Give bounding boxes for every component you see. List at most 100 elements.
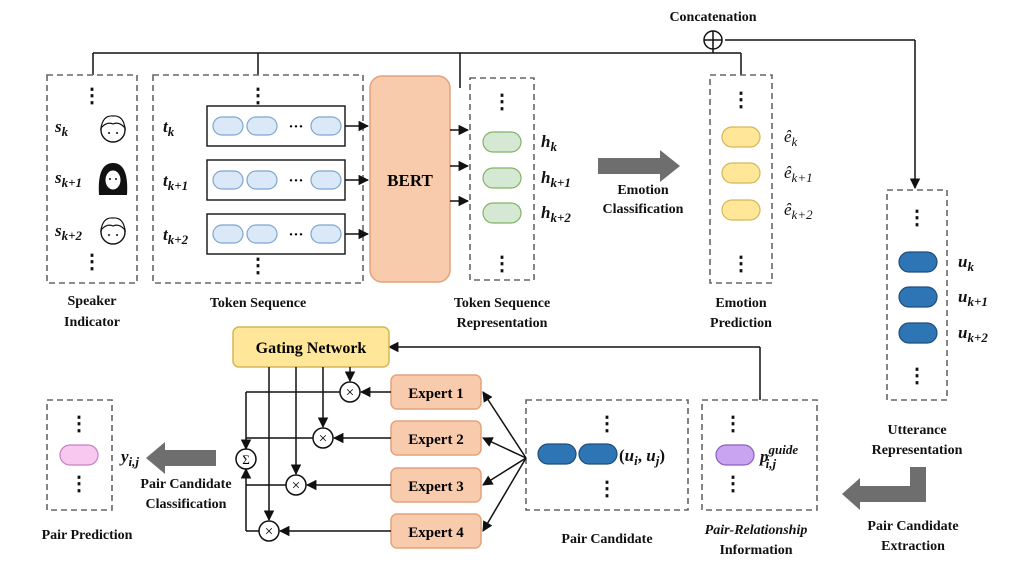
multiply-symbol: × <box>319 431 327 447</box>
speaker-indicator-label: Indicator <box>64 315 120 330</box>
horizontal-dots-icon: ··· <box>288 227 303 243</box>
concatenation-label: Concatenation <box>669 10 756 25</box>
token-embedding <box>246 224 278 244</box>
pair-output-symbol: yi,j <box>119 447 139 469</box>
token-embedding <box>246 116 278 136</box>
vertical-dots-icon: ⋮ <box>248 85 268 107</box>
pair-candidate-extraction-label: Extraction <box>881 539 945 554</box>
multiply-symbol: × <box>292 478 300 494</box>
utterance-symbol: uk+1 <box>958 287 988 309</box>
token-symbol: tk+1 <box>163 171 188 193</box>
token-sequence-representation-label: Token Sequence <box>454 296 550 311</box>
speaker-symbol: sk <box>54 117 69 139</box>
emotion-vector <box>721 162 761 184</box>
token-embedding <box>212 116 244 136</box>
bert-block: BERT <box>369 75 451 283</box>
multiply-symbol: × <box>346 385 354 401</box>
emotion-classification-label: Classification <box>603 202 684 217</box>
token-symbol: tk <box>163 117 175 139</box>
emotion-prediction-label: Prediction <box>710 316 772 331</box>
expert-label: Expert 4 <box>408 525 464 541</box>
pair-prediction-panel: ⋮ ⋮ Pair Prediction <box>42 399 133 543</box>
pair-candidate-label: Pair Candidate <box>561 532 652 547</box>
token-embedding <box>310 116 342 136</box>
vertical-dots-icon: ⋮ <box>907 207 927 229</box>
token-embedding <box>246 170 278 190</box>
pair-prediction-vector <box>59 444 99 466</box>
vertical-dots-icon: ⋮ <box>907 365 927 387</box>
pair-candidate-classification-label: Pair Candidate <box>140 477 231 492</box>
pair-candidate-extraction-arrow: Pair Candidate Extraction <box>842 467 959 554</box>
concatenation-connector: Concatenation <box>92 10 921 190</box>
vertical-dots-icon: ⋮ <box>82 85 102 107</box>
vertical-dots-icon: ⋮ <box>69 473 89 495</box>
token-embedding <box>310 224 342 244</box>
pair-candidate-math: (ui, uj) <box>619 446 665 468</box>
gating-network-block: Gating Network <box>232 326 390 368</box>
token-symbol: tk+2 <box>163 225 189 247</box>
hidden-state-symbol: hk <box>541 132 557 154</box>
pair-to-expert-arrow <box>482 457 527 532</box>
vertical-dots-icon: ⋮ <box>723 413 743 435</box>
svg-text:Σ: Σ <box>242 452 250 467</box>
utterance-symbol: uk <box>958 252 974 274</box>
pair-candidate-classification-arrow: Pair Candidate Classification <box>140 442 232 512</box>
sum-operator-icon: Σ <box>235 448 257 470</box>
token-embedding <box>212 224 244 244</box>
pair-relationship-label: Information <box>719 543 792 558</box>
emotion-classification-arrow: Emotion Classification <box>598 150 684 217</box>
speaker-symbol: sk+2 <box>54 221 83 243</box>
hidden-state-symbol: hk+2 <box>541 203 571 225</box>
emotion-classification-label: Emotion <box>617 183 669 198</box>
emotion-symbol: êk <box>784 127 798 149</box>
token-sequence-representation-label: Representation <box>457 316 548 331</box>
hidden-state-symbol: hk+1 <box>541 168 571 190</box>
vertical-dots-icon: ⋮ <box>248 255 268 277</box>
pair-candidate-panel: ⋮ (ui, uj) ⋮ Pair Candidate <box>525 399 689 547</box>
token-embedding <box>212 170 244 190</box>
vertical-dots-icon: ⋮ <box>731 89 751 111</box>
utterance-vector <box>898 286 938 308</box>
gating-network-label: Gating Network <box>256 340 367 357</box>
expert-label: Expert 2 <box>408 432 463 448</box>
bert-label: BERT <box>387 171 433 190</box>
speaker-face-female-icon <box>98 163 128 195</box>
hidden-state-vector <box>482 131 522 153</box>
pair-relationship-label: Pair-Relationship <box>705 523 808 538</box>
vertical-dots-icon: ⋮ <box>723 473 743 495</box>
emotion-symbol: êk+2 <box>784 200 813 222</box>
speaker-face-icon <box>100 115 126 143</box>
pair-candidate-extraction-label: Pair Candidate <box>867 519 958 534</box>
utterance-symbol: uk+2 <box>958 323 988 345</box>
emotion-vector <box>721 126 761 148</box>
token-sequence-panel: ⋮ tk ··· tk+1 ··· tk+2 ··· ⋮ Token Sequence <box>152 74 370 311</box>
vertical-dots-icon: ⋮ <box>597 413 617 435</box>
vertical-dots-icon: ⋮ <box>731 253 751 275</box>
pair-candidate-classification-label: Classification <box>146 497 227 512</box>
speaker-face-icon <box>100 217 126 245</box>
emotion-vector <box>721 199 761 221</box>
horizontal-dots-icon: ··· <box>288 173 303 189</box>
vertical-dots-icon: ⋮ <box>597 478 617 500</box>
horizontal-dots-icon: ··· <box>288 119 303 135</box>
hidden-state-vector <box>482 167 522 189</box>
utterance-vector <box>898 251 938 273</box>
expert-label: Expert 3 <box>408 479 463 495</box>
token-embedding <box>310 170 342 190</box>
emotion-symbol: êk+1 <box>784 163 813 185</box>
expert-label: Expert 1 <box>408 386 463 402</box>
pair-to-expert-arrow <box>482 437 527 459</box>
token-sequence-representation-panel: ⋮ hk hk+1 hk+2 ⋮ Token Sequence Representa… <box>450 77 571 331</box>
pair-to-expert-arrow <box>482 457 527 486</box>
vertical-dots-icon: ⋮ <box>492 91 512 113</box>
pair-candidate-vector <box>578 443 618 465</box>
vertical-dots-icon: ⋮ <box>492 253 512 275</box>
token-sequence-label: Token Sequence <box>210 296 306 311</box>
pair-to-expert-arrow <box>482 391 527 459</box>
